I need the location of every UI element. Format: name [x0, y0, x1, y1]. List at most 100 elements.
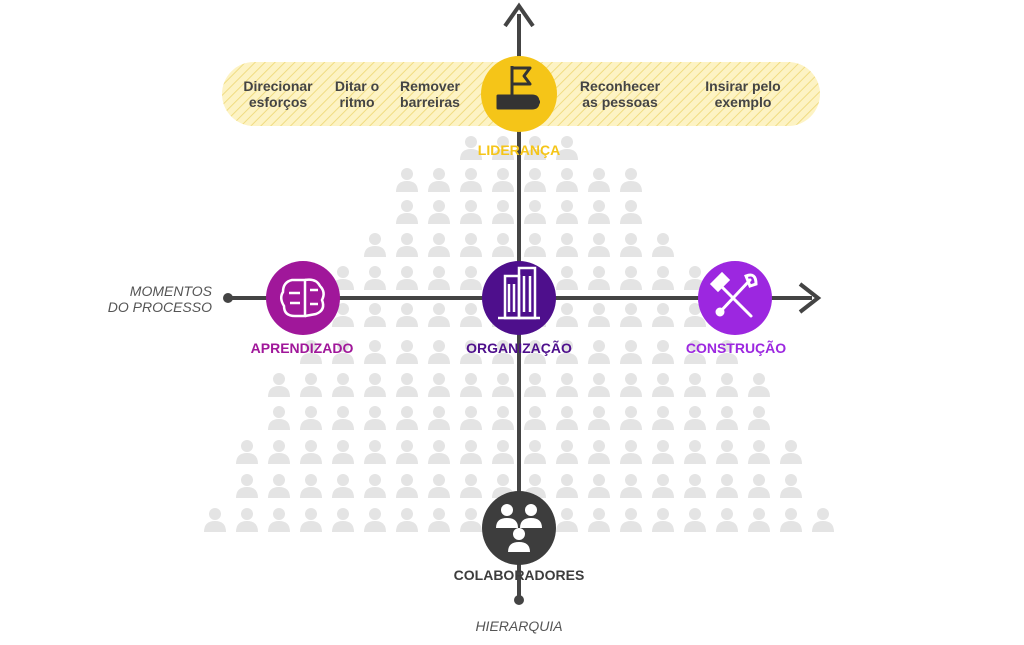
person-icon [428, 508, 450, 532]
person-icon [620, 508, 642, 532]
person-icon [364, 303, 386, 327]
person-icon [748, 373, 770, 397]
person-icon [396, 440, 418, 464]
brain-circuit-icon [280, 278, 325, 318]
person-icon [684, 373, 706, 397]
person-icon [300, 340, 322, 364]
flag-hand-icon [496, 66, 540, 110]
person-icon [492, 168, 514, 192]
person-icon [268, 440, 290, 464]
person-icon [396, 233, 418, 257]
person-icon [748, 406, 770, 430]
person-icon [300, 373, 322, 397]
tools-icon [709, 271, 758, 318]
person-icon [588, 340, 610, 364]
person-icon [556, 200, 578, 224]
person-icon [332, 303, 354, 327]
person-icon [364, 474, 386, 498]
band-item-remover: Remover barreiras [400, 78, 460, 110]
person-icon [684, 440, 706, 464]
person-icon [364, 233, 386, 257]
person-icon [428, 303, 450, 327]
person-icon [492, 373, 514, 397]
person-icon [556, 474, 578, 498]
person-icon [492, 440, 514, 464]
person-icon [716, 440, 738, 464]
person-icon [396, 266, 418, 290]
person-icon [460, 474, 482, 498]
person-icon [652, 406, 674, 430]
person-icon [396, 406, 418, 430]
lideranca-label: LIDERANÇA [477, 142, 561, 158]
person-icon [332, 508, 354, 532]
person-icon [236, 508, 258, 532]
person-icon [268, 406, 290, 430]
colaboradores-node [482, 491, 556, 565]
person-icon [460, 340, 482, 364]
person-icon [652, 233, 674, 257]
person-icon [780, 474, 802, 498]
person-icon [460, 266, 482, 290]
person-icon [556, 266, 578, 290]
construcao-label: CONSTRUÇÃO [685, 340, 787, 356]
person-icon [684, 508, 706, 532]
person-icon [236, 440, 258, 464]
person-icon [620, 474, 642, 498]
person-icon [620, 200, 642, 224]
person-icon [748, 474, 770, 498]
horizontal-arrow-icon [798, 282, 822, 314]
person-icon [396, 303, 418, 327]
person-icon [556, 303, 578, 327]
person-icon [364, 508, 386, 532]
person-icon [300, 440, 322, 464]
person-icon [524, 406, 546, 430]
person-icon [620, 168, 642, 192]
person-icon [236, 474, 258, 498]
person-icon [332, 474, 354, 498]
organizacao-label: ORGANIZAÇÃO [466, 340, 572, 356]
person-icon [332, 440, 354, 464]
person-icon [332, 340, 354, 364]
person-icon [556, 168, 578, 192]
person-icon [620, 266, 642, 290]
colaboradores-label: COLABORADORES [453, 567, 585, 583]
aprendizado-label: APRENDIZADO [250, 340, 354, 356]
person-icon [300, 406, 322, 430]
person-icon [716, 340, 738, 364]
person-icon [364, 266, 386, 290]
person-icon [300, 508, 322, 532]
person-icon [428, 168, 450, 192]
person-icon [620, 373, 642, 397]
band-item-reconhecer: Reconhecer as pessoas [579, 78, 661, 110]
organizacao-node [482, 261, 556, 335]
person-icon [748, 440, 770, 464]
person-icon [396, 340, 418, 364]
person-icon [396, 508, 418, 532]
person-icon [460, 508, 482, 532]
person-icon [588, 474, 610, 498]
person-icon [460, 233, 482, 257]
person-icon [620, 440, 642, 464]
person-icon [364, 440, 386, 464]
person-icon [684, 340, 706, 364]
person-icon [524, 440, 546, 464]
person-icon [556, 440, 578, 464]
person-icon [588, 406, 610, 430]
person-icon [492, 136, 514, 160]
person-icon [524, 168, 546, 192]
person-icon [684, 474, 706, 498]
person-icon [396, 168, 418, 192]
person-icon [588, 373, 610, 397]
person-icon [716, 373, 738, 397]
person-icon [492, 340, 514, 364]
person-icon [300, 474, 322, 498]
person-icon [428, 440, 450, 464]
person-icon [428, 406, 450, 430]
person-icon [460, 440, 482, 464]
person-icon [364, 373, 386, 397]
band-item-direcionar: Direcionar esforços [243, 78, 313, 110]
person-icon [428, 200, 450, 224]
person-icon [588, 233, 610, 257]
